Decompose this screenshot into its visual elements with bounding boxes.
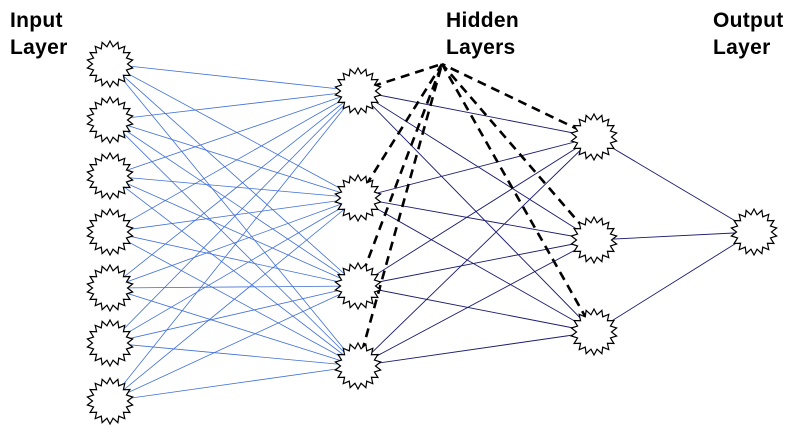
edge-input-to-hidden — [109, 119, 359, 199]
input-node — [86, 263, 134, 313]
edge-hidden-to-output — [593, 231, 755, 241]
edge-input-to-hidden — [109, 197, 359, 233]
edge-input-to-hidden — [109, 90, 359, 344]
output-node — [730, 207, 778, 257]
edge-input-to-hidden — [109, 231, 359, 287]
edge-input-to-hidden — [109, 90, 359, 402]
input-node — [86, 318, 134, 368]
dashed-edge-hidden-1 — [356, 63, 444, 199]
edge-hidden-to-hidden — [357, 285, 595, 333]
edge-hidden-to-hidden — [357, 136, 595, 367]
hidden-2-node — [570, 112, 618, 162]
edge-input-to-hidden — [109, 63, 359, 199]
edge-hidden-to-hidden — [357, 239, 595, 287]
edge-input-to-hidden — [109, 175, 359, 199]
edge-input-to-hidden — [109, 90, 359, 289]
hidden-layers-label: Hidden Layers — [446, 9, 519, 59]
hidden-layers-dashed-edges — [356, 62, 596, 367]
edge-input-to-hidden — [109, 342, 359, 367]
edge-input-to-hidden — [109, 285, 359, 344]
hidden-to-hidden-edges — [357, 90, 595, 367]
edge-input-to-hidden — [109, 175, 359, 367]
edge-hidden-to-hidden — [357, 90, 595, 241]
edge-hidden-to-hidden — [357, 136, 595, 287]
dashed-edge-hidden-2 — [441, 63, 595, 241]
hidden-1-node — [334, 341, 382, 391]
edge-input-to-hidden — [109, 285, 359, 289]
dashed-edge-hidden-2 — [440, 63, 596, 333]
edge-input-to-hidden — [109, 90, 359, 233]
dashed-edge-hidden-1 — [356, 63, 444, 287]
edge-input-to-hidden — [109, 119, 359, 287]
edge-hidden-to-hidden — [357, 136, 595, 199]
edge-input-to-hidden — [109, 63, 359, 287]
hidden-2-node — [570, 307, 618, 357]
input-node — [86, 39, 134, 89]
edge-hidden-to-hidden — [357, 331, 595, 367]
edge-hidden-to-output — [593, 231, 755, 333]
edge-input-to-hidden — [109, 197, 359, 344]
hidden-1-node — [334, 173, 382, 223]
hidden-to-output-edges — [593, 136, 755, 333]
input-node — [86, 376, 134, 426]
edge-input-to-hidden — [109, 90, 359, 121]
input-node — [86, 151, 134, 201]
hidden-1-node — [334, 261, 382, 311]
edge-hidden-to-hidden — [357, 197, 595, 241]
edge-input-to-hidden — [109, 90, 359, 177]
input-node — [86, 207, 134, 257]
edge-input-to-hidden — [109, 197, 359, 402]
edge-input-to-hidden — [109, 63, 359, 92]
hidden-2-node — [570, 215, 618, 265]
network-nodes — [86, 39, 778, 426]
input-node — [86, 95, 134, 145]
hidden-1-node — [334, 66, 382, 116]
edge-input-to-hidden — [109, 175, 359, 287]
dashed-edge-hidden-1 — [356, 63, 444, 367]
input-layer-label: Input Layer — [10, 9, 68, 59]
dashed-edge-hidden-2 — [441, 62, 595, 139]
edge-hidden-to-hidden — [357, 239, 595, 367]
edge-input-to-hidden — [109, 197, 359, 289]
input-to-hidden-edges — [109, 63, 359, 402]
edge-input-to-hidden — [109, 365, 359, 402]
output-layer-label: Output Layer — [713, 9, 784, 59]
edge-hidden-to-hidden — [357, 90, 595, 138]
edge-hidden-to-output — [593, 136, 755, 233]
edge-input-to-hidden — [109, 285, 359, 402]
